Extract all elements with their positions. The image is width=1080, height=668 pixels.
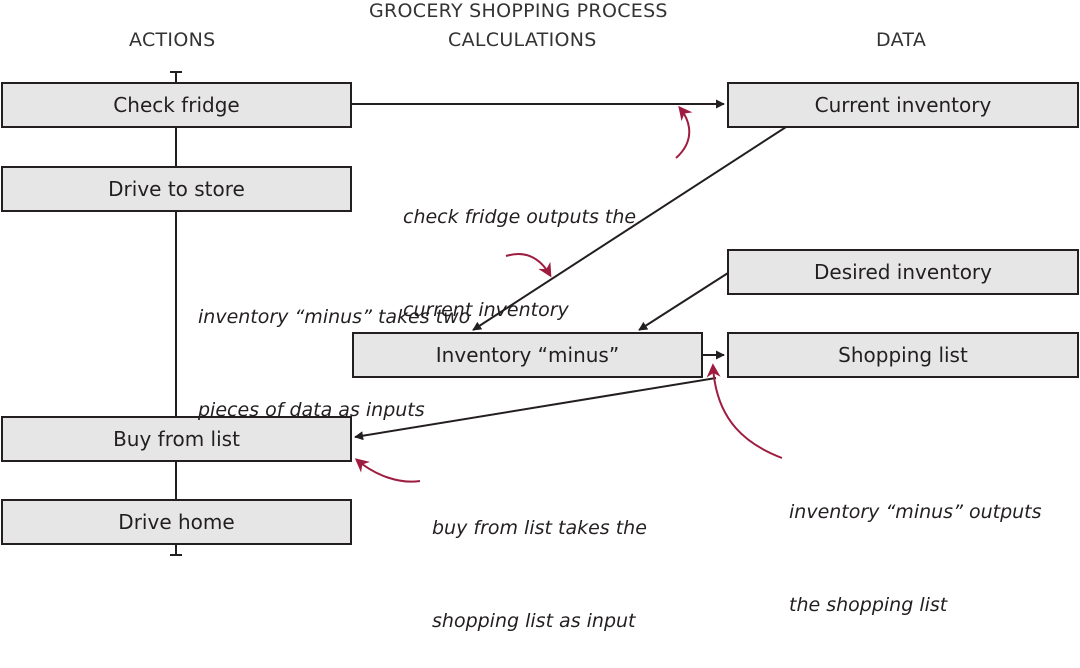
annotation-minus-output: inventory “minus” outputs the shopping l… [789, 435, 1042, 652]
annotation-line: check fridge outputs the [403, 206, 637, 228]
diagram-title: GROCERY SHOPPING PROCESS [369, 0, 668, 22]
annotation-line: the shopping list [789, 594, 948, 616]
annotation-minus-inputs: inventory “minus” takes two pieces of da… [198, 240, 470, 457]
annotation-buy-from-list-input: buy from list takes the shopping list as… [432, 451, 647, 668]
annotation-line: buy from list takes the [432, 517, 647, 539]
annotation-arrow-check-fridge [675, 105, 693, 159]
process-diagram [170, 71, 787, 556]
data-current-inventory: Current inventory [727, 82, 1079, 128]
arrow-desired-inventory-to-minus [638, 272, 729, 331]
column-header-calculations: CALCULATIONS [448, 29, 597, 51]
action-check-fridge: Check fridge [1, 82, 352, 128]
calculation-inventory-minus: Inventory “minus” [352, 332, 703, 378]
action-buy-from-list: Buy from list [1, 416, 352, 462]
annotation-line: pieces of data as inputs [198, 399, 425, 421]
annotation-line: current inventory [403, 299, 569, 321]
annotation-arrow-minus-output [706, 363, 783, 459]
data-shopping-list: Shopping list [727, 332, 1079, 378]
column-header-actions: ACTIONS [129, 29, 216, 51]
annotation-arrow-buy-from-list [354, 458, 421, 483]
column-header-data: DATA [876, 29, 927, 51]
arrow-current-inventory-to-minus [472, 126, 787, 331]
annotation-arrow-minus-inputs [505, 253, 552, 278]
arrow-shopping-list-to-buy-from-list [354, 377, 717, 441]
annotation-line: inventory “minus” takes two [198, 306, 471, 328]
action-drive-home: Drive home [1, 499, 352, 545]
action-drive-to-store: Drive to store [1, 166, 352, 212]
annotation-line: inventory “minus” outputs [789, 501, 1042, 523]
annotation-check-fridge-output: check fridge outputs the current invento… [403, 140, 636, 357]
data-desired-inventory: Desired inventory [727, 249, 1079, 295]
annotation-line: shopping list as input [432, 610, 636, 632]
